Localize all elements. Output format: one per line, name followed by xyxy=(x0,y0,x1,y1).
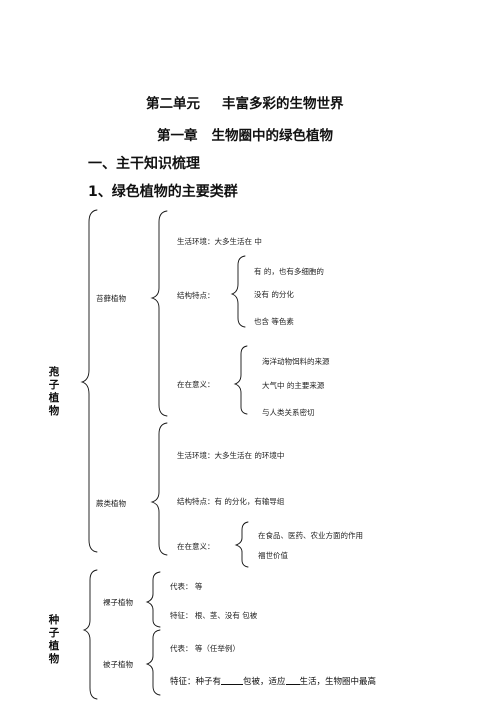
fern-habitat: 生活环境：大多生活在 的环境中 xyxy=(177,451,285,460)
spore-char-1: 孢 xyxy=(48,366,60,378)
spore-char-3: 植 xyxy=(48,392,60,404)
gymno-category: 裸子植物 xyxy=(103,598,133,607)
seed-char-1: 种 xyxy=(48,614,60,626)
fern-value-item: 在食品、医药、农业方面的作用 xyxy=(258,531,363,540)
unit-heading: 第二单元 丰富多彩的生物世界 xyxy=(146,92,344,112)
moss-value-label: 在在意义： xyxy=(177,380,215,389)
moss-structure-item: 也含 等色素 xyxy=(254,317,294,326)
moss-category: 苔藓植物 xyxy=(96,294,126,303)
fern-bracket xyxy=(150,422,168,556)
moss-structure-bracket xyxy=(230,255,246,328)
spore-char-4: 物 xyxy=(48,405,60,417)
moss-bracket xyxy=(150,210,168,417)
section-main-knowledge: 一、主干知识梳理 xyxy=(88,156,200,172)
seed-char-2: 子 xyxy=(48,627,60,639)
chapter-number: 第一章 xyxy=(157,128,198,144)
moss-value-item: 与人类关系密切 xyxy=(262,408,315,417)
blank-line xyxy=(221,675,244,685)
fern-value-item: 福世价值 xyxy=(258,551,288,560)
gymno-feature: 特征： 根、茎、没有 包被 xyxy=(170,611,258,620)
angio-feature: 特征：种子有 包被，适应 生活，生物圈中最高 xyxy=(170,675,376,687)
moss-structure-item: 没有 的分化 xyxy=(254,290,294,299)
seed-char-4: 物 xyxy=(48,653,60,665)
gymno-bracket xyxy=(145,571,161,628)
moss-structure-label: 结构特点： xyxy=(177,291,215,300)
fern-value-bracket xyxy=(234,521,249,568)
seed-char-3: 植 xyxy=(48,640,60,652)
blank-line xyxy=(285,675,300,685)
moss-habitat: 生活环境：大多生活在 中 xyxy=(177,237,262,246)
angio-category: 被子植物 xyxy=(103,660,133,669)
fern-value-label: 在在意义： xyxy=(177,542,215,551)
seed-plants-bracket xyxy=(82,569,98,700)
seed-plants-label: 种 子 植 物 xyxy=(48,614,60,666)
angio-representative: 代表： 等（任举例） xyxy=(170,644,240,653)
angio-feature-part: 特征：种子有 xyxy=(170,677,222,687)
spore-plants-label: 孢 子 植 物 xyxy=(48,366,60,418)
unit-number: 第二单元 xyxy=(146,96,200,112)
moss-value-item: 大气中 的主要来源 xyxy=(262,381,325,390)
chapter-title: 生物圈中的绿色植物 xyxy=(211,128,334,144)
gymno-representative: 代表： 等 xyxy=(170,582,203,591)
angio-feature-part: 包被，适应 xyxy=(243,677,286,687)
spore-char-2: 子 xyxy=(48,379,60,391)
section-plant-groups: 1、绿色植物的主要类群 xyxy=(88,184,238,200)
chapter-heading: 第一章生物圈中的绿色植物 xyxy=(157,124,333,144)
moss-value-item: 海洋动物饵料的来源 xyxy=(262,357,330,366)
moss-value-bracket xyxy=(233,345,248,415)
spore-plants-bracket xyxy=(80,209,98,553)
fern-structure: 结构特点：有 的分化，有输导组 xyxy=(177,497,285,506)
angio-feature-part: 生活，生物圈中最高 xyxy=(299,677,377,687)
moss-structure-item: 有 的，也有多细胞的 xyxy=(254,267,324,276)
unit-title: 丰富多彩的生物世界 xyxy=(222,96,344,112)
angio-bracket xyxy=(145,629,161,696)
fern-category: 蕨类植物 xyxy=(96,499,126,508)
